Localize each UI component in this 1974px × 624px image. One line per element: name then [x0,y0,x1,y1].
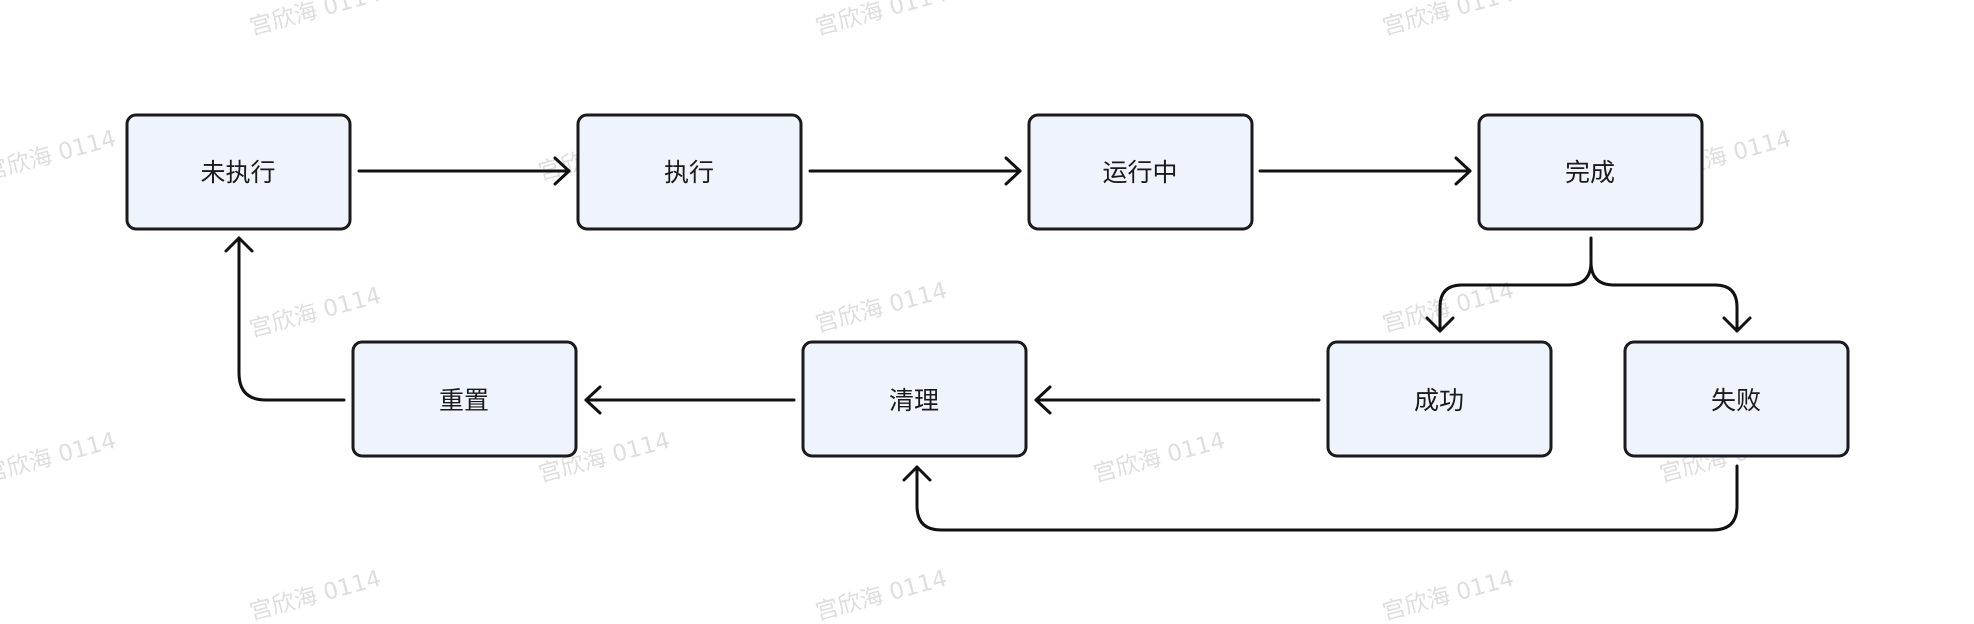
edge-execute-to-running [808,156,1022,186]
node-label: 执行 [664,158,714,187]
node-label: 清理 [889,386,939,415]
node-cleanup: 清理 [801,340,1028,458]
watermark-text: 宫欣海 0114 [1380,0,1517,41]
node-not-started: 未执行 [125,113,352,231]
node-label: 完成 [1565,158,1615,187]
edge-complete-to-failure [1589,260,1752,333]
edge-not-started-to-execute [357,156,571,186]
node-success: 成功 [1326,340,1553,458]
node-label: 运行中 [1102,158,1177,187]
watermark-text: 宫欣海 0114 [813,278,950,338]
edge-reset-to-not-started [224,236,346,402]
watermark-text: 宫欣海 0114 [247,566,384,624]
watermark-text: 宫欣海 0114 [1091,428,1228,488]
node-layer: 未执行 执行 运行中 完成 重置 清理 成功 失败 [125,113,1850,458]
edge-success-to-cleanup [1034,385,1321,415]
edge-complete-to-success [1425,236,1593,333]
node-reset: 重置 [351,340,578,458]
watermark-text: 宫欣海 0114 [813,0,950,41]
watermark-text: 宫欣海 0114 [813,566,950,624]
node-failure: 失败 [1623,340,1850,458]
watermark-text: 宫欣海 0114 [247,0,384,41]
node-label: 未执行 [200,158,275,187]
node-label: 成功 [1414,386,1464,415]
edge-running-to-complete [1258,156,1472,186]
watermark-text: 宫欣海 0114 [1380,566,1517,624]
watermark-text: 宫欣海 0114 [0,428,119,488]
node-execute: 执行 [576,113,803,231]
edge-layer [224,156,1752,532]
watermark-text: 宫欣海 0114 [0,126,119,186]
node-complete: 完成 [1477,113,1704,231]
edge-failure-to-cleanup [902,464,1739,532]
edge-cleanup-to-reset [584,385,796,415]
watermark-text: 宫欣海 0114 [247,283,384,343]
node-label: 重置 [439,386,489,415]
node-label: 失败 [1711,386,1761,415]
node-running: 运行中 [1027,113,1254,231]
